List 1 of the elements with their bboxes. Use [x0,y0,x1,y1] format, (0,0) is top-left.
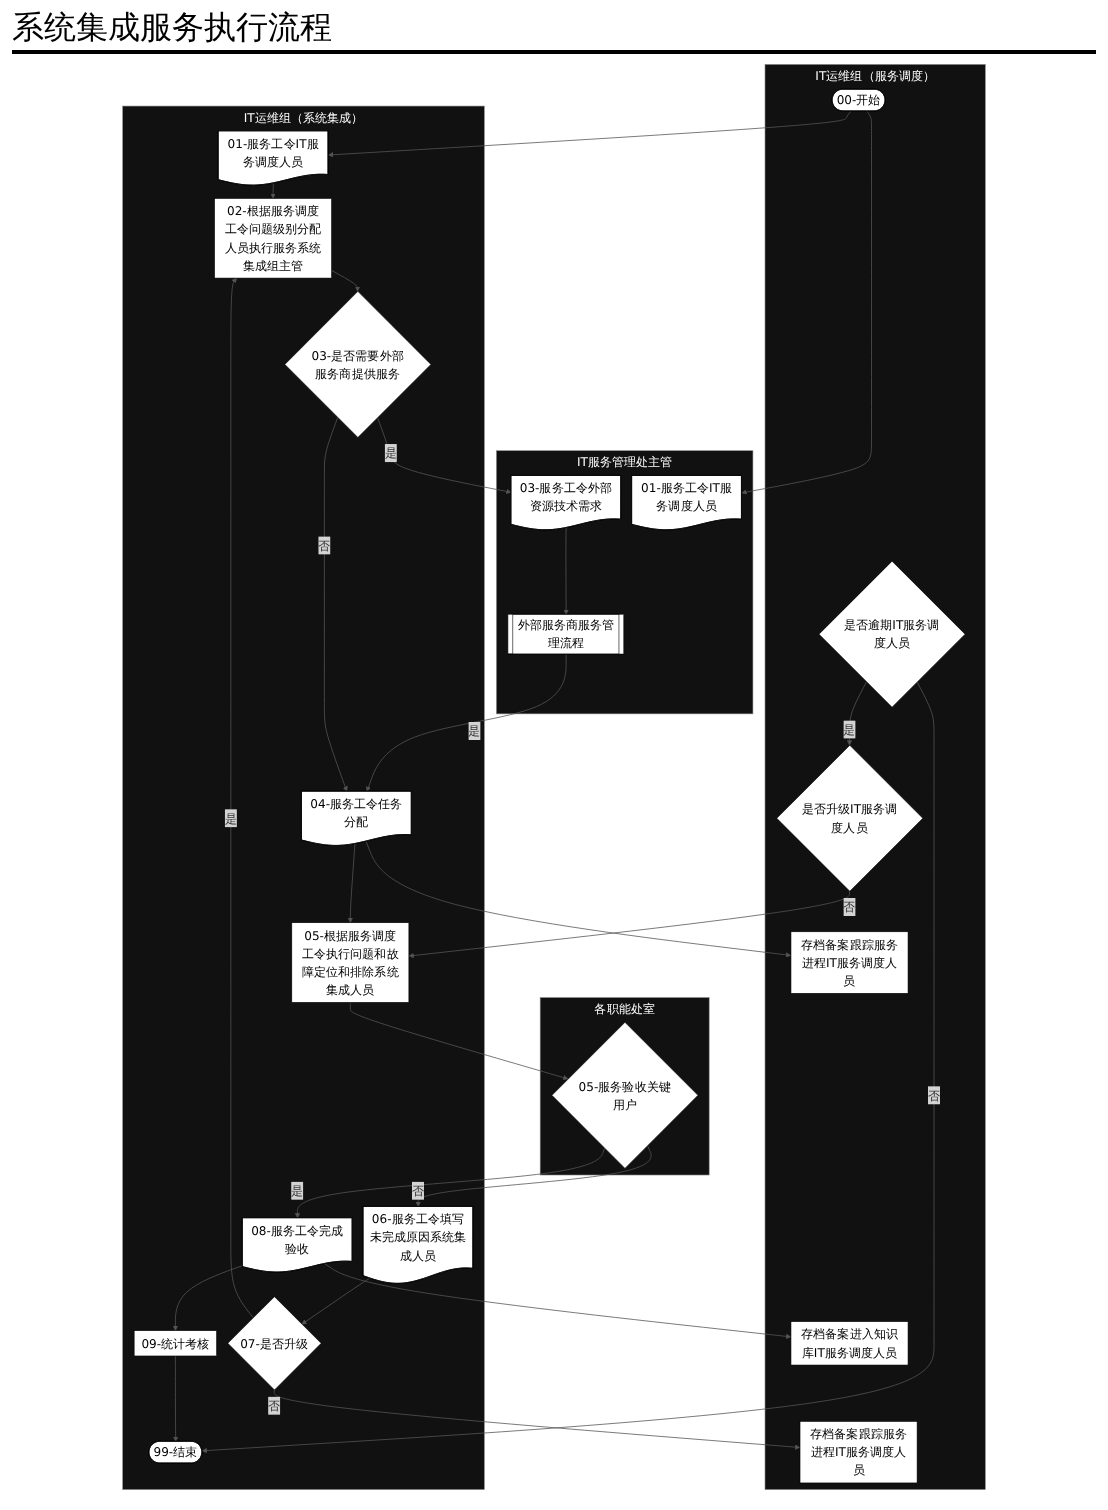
diagram-title: 系统集成服务执行流程 [12,8,1096,54]
